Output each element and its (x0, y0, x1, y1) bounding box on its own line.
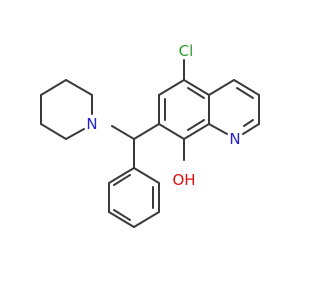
pyridine-ring (208, 79, 260, 135)
structure-canvas: Cl N N OH (40, 42, 260, 228)
ch-to-n-bond (111, 125, 135, 140)
quinoline-nitrogen-label: N (229, 130, 240, 148)
hydroxyl-label: OH (172, 171, 195, 189)
piperidine-nitrogen-label: N (86, 115, 97, 133)
piperidine-ring (40, 79, 93, 140)
phenyl-ring (108, 167, 160, 228)
molecule-drawing: Cl N N OH (40, 42, 260, 228)
ring-to-ch-bond (133, 123, 160, 140)
benzo-ring (158, 79, 210, 140)
chlorine-label: Cl (179, 42, 194, 60)
